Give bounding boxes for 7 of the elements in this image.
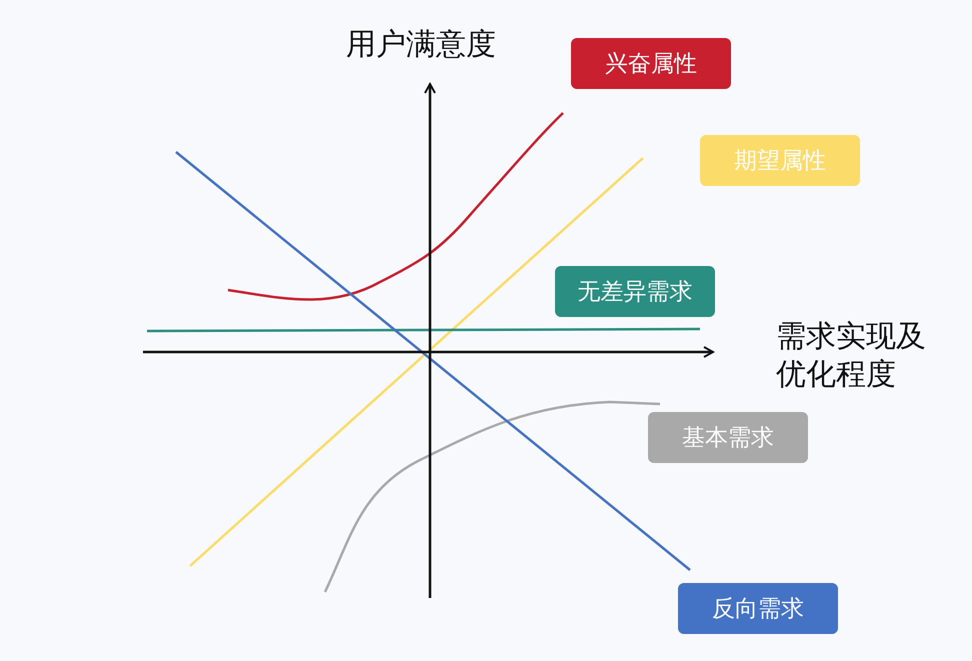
legend-item: 兴奋属性: [571, 38, 731, 89]
legend-item: 无差异需求: [555, 266, 715, 317]
legend-item: 基本需求: [648, 412, 808, 463]
legend-item: 反向需求: [678, 583, 838, 634]
legend-item: 期望属性: [700, 135, 860, 186]
axis-title: 用户满意度: [346, 26, 497, 64]
axis-title: 需求实现及优化程度: [776, 318, 927, 394]
